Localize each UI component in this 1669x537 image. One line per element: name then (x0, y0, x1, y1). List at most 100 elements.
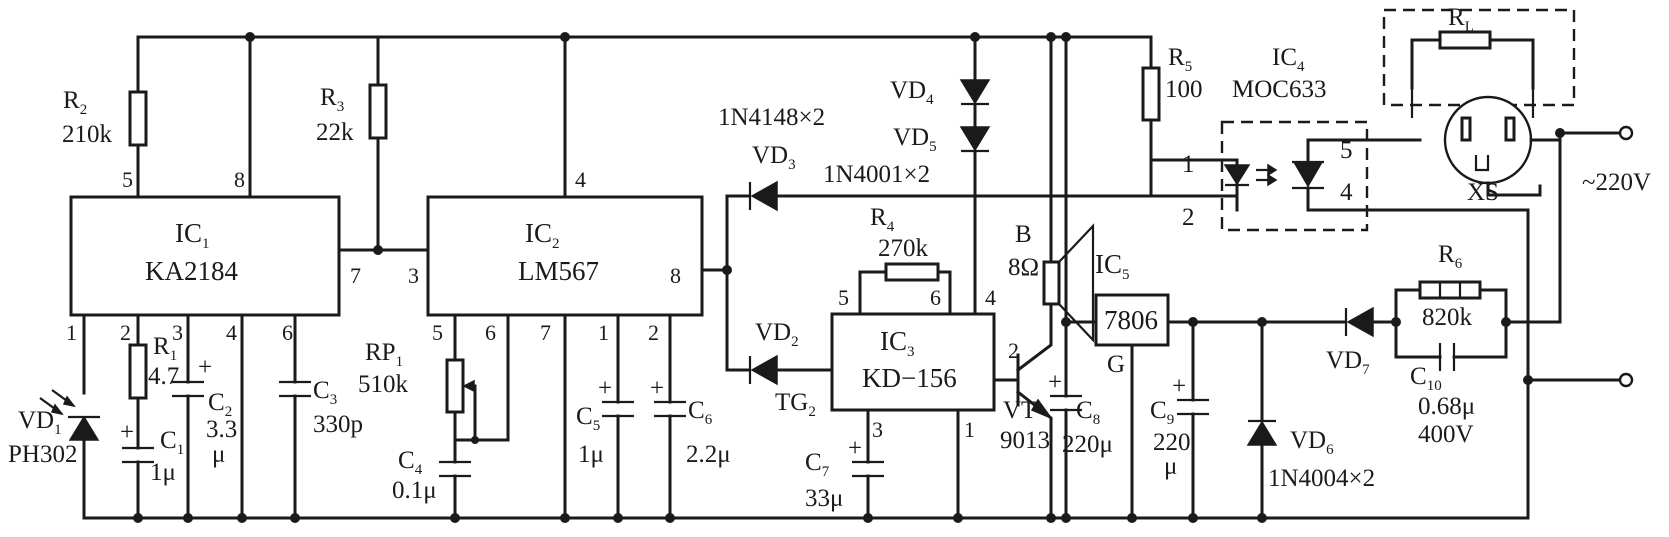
speaker-b: B 8Ω (1008, 35, 1095, 343)
svg-text:400V: 400V (1418, 421, 1474, 448)
svg-text:1: 1 (964, 417, 975, 442)
ic1-pin3: 3 (172, 320, 183, 345)
svg-text:1: 1 (1182, 151, 1195, 178)
svg-text:R1: R1 (153, 333, 177, 364)
svg-text:2: 2 (1182, 204, 1195, 231)
diode-vd7: VD7 (1326, 306, 1401, 378)
svg-text:μ: μ (212, 441, 225, 468)
svg-text:4.7: 4.7 (148, 363, 179, 390)
ic1-ka2184: IC1 KA2184 5 8 7 1 2 3 4 6 (66, 167, 361, 345)
svg-text:7806: 7806 (1104, 305, 1158, 335)
diodes-vd2-vd3: 1N4148×2 VD3 VD2 TG2 (700, 104, 1153, 420)
svg-text:210k: 210k (62, 121, 113, 148)
svg-text:XS: XS (1467, 179, 1499, 206)
svg-text:KD−156: KD−156 (862, 363, 957, 393)
svg-text:+: + (598, 375, 612, 402)
svg-text:R3: R3 (320, 84, 344, 115)
svg-text:3.3: 3.3 (206, 416, 237, 443)
svg-text:IC5: IC5 (1095, 249, 1130, 283)
svg-text:5: 5 (838, 285, 849, 310)
svg-text:22k: 22k (316, 119, 354, 146)
svg-text:1N4148×2: 1N4148×2 (718, 104, 825, 131)
junction-nodes (133, 32, 1267, 523)
svg-text:1N4004×2: 1N4004×2 (1268, 465, 1375, 492)
svg-text:1: 1 (598, 320, 609, 345)
svg-text:2: 2 (1008, 338, 1019, 363)
svg-text:0.1μ: 0.1μ (392, 477, 437, 504)
ic1-bottom-network: VD1 PH302 + R1 4.7 C1 1μ + C2 3.3 μ C3 3… (8, 313, 363, 520)
svg-text:33μ: 33μ (805, 485, 843, 512)
socket-xs: XS (1410, 88, 1562, 206)
diode-vd6: VD6 1N4004×2 (1246, 320, 1375, 520)
svg-text:C6: C6 (688, 397, 713, 428)
ic5-7806: 7806 IC5 G (1094, 249, 1330, 520)
svg-text:1N4001×2: 1N4001×2 (823, 161, 930, 188)
svg-text:3: 3 (872, 417, 883, 442)
svg-text:R2: R2 (63, 87, 87, 118)
diodes-vd4-vd5: VD4 VD5 1N4001×2 (823, 32, 991, 316)
ic4-moc633: 1 2 5 4 IC4 MOC633 (1149, 44, 1530, 382)
svg-text:μ: μ (1164, 453, 1177, 480)
ic2-bottom-network: + C5 1μ + C6 2.2μ (563, 313, 731, 520)
svg-text:VD6: VD6 (1290, 427, 1334, 458)
ic2-lm567: IC2 LM567 4 3 8 5 6 7 1 2 (408, 167, 704, 345)
ic1-part-label: KA2184 (145, 256, 238, 286)
svg-text:VD5: VD5 (893, 124, 937, 155)
svg-text:820k: 820k (1422, 304, 1473, 331)
ic1-pin2: 2 (120, 320, 131, 345)
svg-text:C2: C2 (208, 389, 232, 420)
resistor-r5: R5 100 (1141, 44, 1239, 162)
svg-text:1μ: 1μ (578, 441, 604, 468)
svg-text:+: + (198, 354, 212, 381)
potentiometer-rp1: RP1 510k C4 0.1μ (358, 313, 510, 520)
svg-text:510k: 510k (358, 371, 409, 398)
svg-text:8Ω: 8Ω (1008, 254, 1039, 281)
ic1-pin7: 7 (350, 263, 361, 288)
svg-text:270k: 270k (878, 235, 929, 262)
ic3-kd156: IC3 KD−156 5 6 4 2 3 1 (830, 285, 1019, 442)
svg-text:C9: C9 (1150, 397, 1174, 428)
svg-text:C1: C1 (160, 427, 184, 458)
svg-text:B: B (1015, 221, 1032, 248)
ic1-pin8: 8 (234, 167, 245, 192)
svg-text:1μ: 1μ (150, 459, 176, 486)
resistor-r6-capacitor-c10: R6 820k C10 0.68μ 400V (1394, 131, 1562, 448)
svg-text:+: + (848, 435, 862, 462)
svg-text:4: 4 (575, 167, 586, 192)
ic1-pin5: 5 (122, 167, 133, 192)
svg-text:C4: C4 (398, 447, 423, 478)
svg-text:220: 220 (1153, 429, 1191, 456)
svg-text:VD7: VD7 (1326, 347, 1370, 378)
svg-text:5: 5 (1340, 137, 1353, 164)
svg-text:C5: C5 (576, 403, 600, 434)
svg-text:RL: RL (1448, 4, 1474, 35)
svg-text:LM567: LM567 (518, 256, 599, 286)
supply-rail (136, 35, 1153, 342)
svg-text:VD3: VD3 (752, 142, 796, 173)
svg-text:0.68μ: 0.68μ (1418, 393, 1475, 420)
svg-text:5: 5 (432, 320, 443, 345)
svg-text:3: 3 (408, 263, 419, 288)
svg-text:R6: R6 (1438, 241, 1463, 272)
svg-text:C7: C7 (805, 449, 830, 480)
capacitor-c9: + C9 220 μ (1150, 320, 1209, 520)
svg-text:330p: 330p (313, 411, 363, 438)
svg-text:VD1: VD1 (18, 407, 62, 438)
svg-text:MOC633: MOC633 (1232, 76, 1326, 103)
svg-text:R5: R5 (1168, 44, 1192, 75)
svg-text:2: 2 (648, 320, 659, 345)
svg-text:9013: 9013 (1000, 427, 1050, 454)
svg-text:220μ: 220μ (1062, 431, 1113, 458)
svg-text:100: 100 (1165, 76, 1203, 103)
ic1-pin6: 6 (282, 320, 293, 345)
load-rl: RL (1382, 4, 1576, 107)
svg-text:6: 6 (930, 285, 941, 310)
svg-text:G: G (1107, 351, 1125, 378)
svg-text:VD4: VD4 (890, 77, 934, 108)
svg-text:+: + (1048, 369, 1062, 396)
svg-text:4: 4 (985, 285, 996, 310)
svg-text:VD2: VD2 (755, 319, 799, 350)
svg-text:R4: R4 (870, 204, 895, 235)
svg-text:2.2μ: 2.2μ (686, 441, 731, 468)
